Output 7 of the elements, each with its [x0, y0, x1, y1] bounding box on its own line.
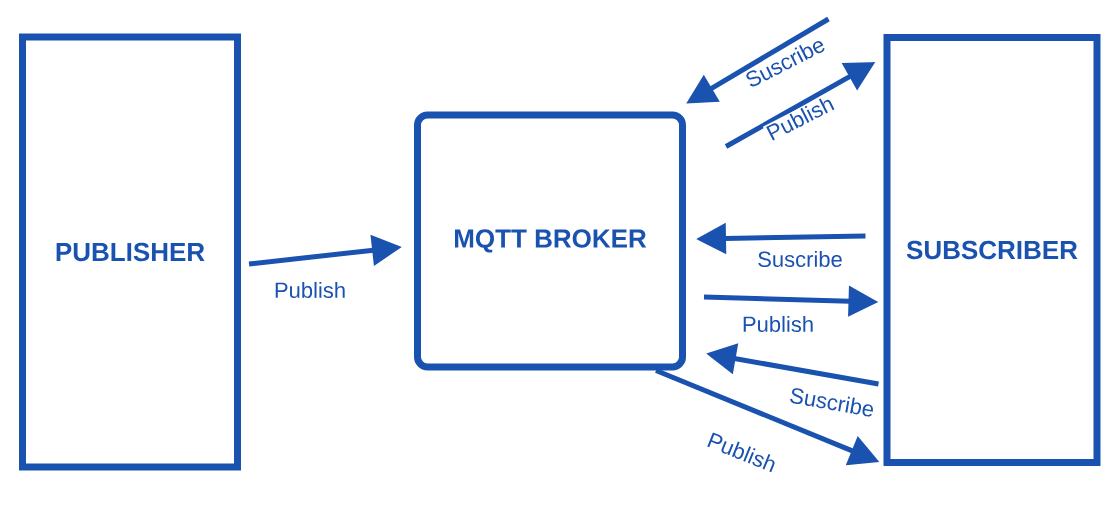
edge-label: Suscribe: [787, 385, 877, 419]
broker-box: MQTT BROKER: [414, 111, 686, 371]
edge-label: Publish: [740, 314, 816, 334]
edge-label: Publish: [272, 280, 348, 300]
edge-label: Suscribe: [756, 249, 844, 269]
client-box: SUBSCRIBER: [883, 34, 1101, 466]
client-box: PUBLISHER: [19, 33, 241, 471]
